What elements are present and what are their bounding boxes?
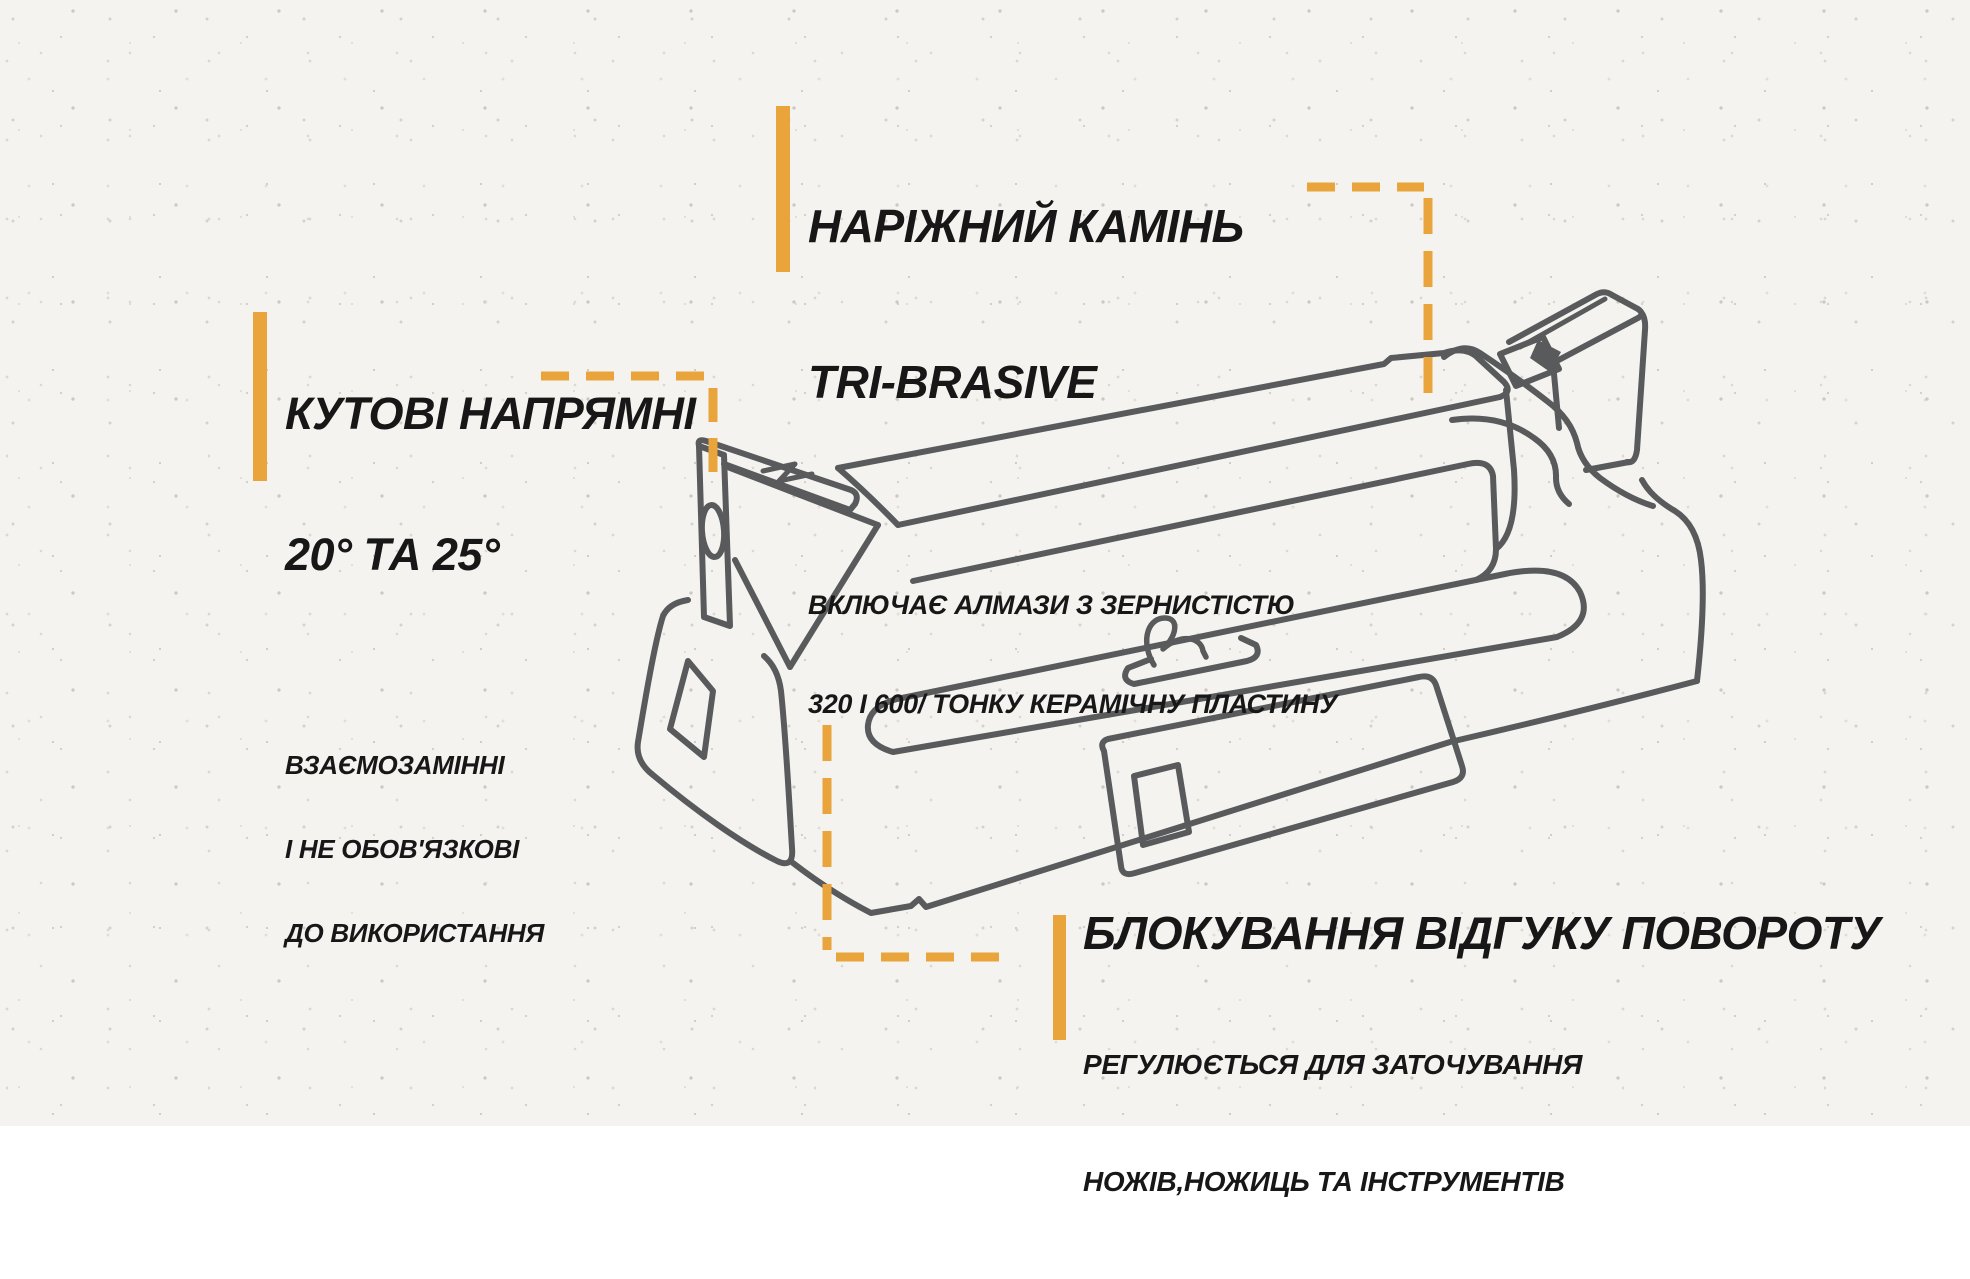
sharpener-illustration — [541, 182, 1706, 962]
clamp-arm — [1441, 345, 1656, 509]
angle-guides-desc-line2: І НЕ ОБОВ'ЯЗКОВІ — [285, 834, 519, 864]
clamp-box — [1497, 289, 1649, 473]
corner-stone-desc-line2: 320 І 600/ ТОНКУ КЕРАМІЧНУ ПЛАСТИНУ — [808, 689, 1338, 719]
rotation-lock-desc-line2: НОЖІВ,НОЖИЦЬ ТА ІНСТРУМЕНТІВ — [1083, 1166, 1565, 1197]
base-right-pod — [1639, 477, 1706, 684]
corner-stone-title-line2: TRI-BRASIVE — [808, 356, 1097, 408]
left-pod-cutout — [667, 658, 716, 760]
guide-hole — [698, 502, 728, 560]
callout-corner-stone: НАРІЖНИЙ КАМІНЬ TRI-BRASIVE ВКЛЮЧАЄ АЛМА… — [808, 96, 1338, 787]
stone-bottom-edge — [910, 459, 1499, 584]
stone-ridge — [895, 394, 1503, 528]
leader-angle-guides — [541, 371, 718, 484]
corner-stone-title-line1: НАРІЖНИЙ КАМІНЬ — [808, 200, 1244, 252]
callout-rotation-lock: БЛОКУВАННЯ ВІДГУКУ ПОВОРОТУ РЕГУЛЮЄТЬСЯ … — [1083, 907, 1881, 1279]
angle-guides-title: КУТОВІ НАПРЯМНІ 20° ТА 25° — [285, 296, 696, 672]
accent-bar-angle-guides — [253, 312, 267, 481]
corner-stone-desc: ВКЛЮЧАЄ АЛМАЗИ З ЗЕРНИСТІСТЮ 320 І 600/ … — [808, 523, 1338, 787]
corner-stone-title: НАРІЖНИЙ КАМІНЬ TRI-BRASIVE — [808, 96, 1337, 512]
infographic-page: НАРІЖНИЙ КАМІНЬ TRI-BRASIVE ВКЛЮЧАЄ АЛМА… — [0, 0, 1970, 1197]
accent-bar-rotation-lock — [1053, 915, 1066, 1040]
angle-guides-title-line2: 20° ТА 25° — [285, 529, 500, 580]
accent-bar-corner-stone — [776, 106, 790, 272]
leader-corner-stone — [1307, 182, 1433, 396]
angle-guides-desc-line3: ДО ВИКОРИСТАННЯ — [285, 918, 545, 948]
front-panel-cutout — [1131, 762, 1192, 848]
base-left-pod — [634, 597, 796, 867]
clamp-wedge — [1530, 340, 1561, 372]
angle-guides-title-line1: КУТОВІ НАПРЯМНІ — [285, 388, 696, 439]
trough-front-wall — [864, 567, 1587, 755]
rotation-lock-title: БЛОКУВАННЯ ВІДГУКУ ПОВОРОТУ — [1083, 907, 1881, 959]
stone-right-end — [1493, 387, 1518, 552]
abrasive-stone — [835, 347, 1518, 584]
callout-angle-guides: КУТОВІ НАПРЯМНІ 20° ТА 25° ВЗАЄМОЗАМІННІ… — [285, 296, 696, 1003]
rotation-lock-desc-line1: РЕГУЛЮЄТЬСЯ ДЛЯ ЗАТОЧУВАННЯ — [1083, 1049, 1583, 1080]
pivot-latch — [1122, 615, 1261, 687]
leader-rotation-lock — [822, 725, 1016, 962]
angle-guides-desc: ВЗАЄМОЗАМІННІ І НЕ ОБОВ'ЯЗКОВІ ДО ВИКОРИ… — [285, 695, 695, 1003]
angle-guides-desc-line1: ВЗАЄМОЗАМІННІ — [285, 750, 505, 780]
stone-left-end — [835, 465, 901, 528]
guide-cap — [695, 437, 860, 513]
trough-left-end — [727, 465, 881, 670]
rotation-lock-desc: РЕГУЛЮЄТЬСЯ ДЛЯ ЗАТОЧУВАННЯ НОЖІВ,НОЖИЦЬ… — [1083, 967, 1880, 1279]
left-pod-outline — [634, 597, 796, 867]
base-front-panel — [1099, 673, 1466, 878]
corner-stone-desc-line1: ВКЛЮЧАЄ АЛМАЗИ З ЗЕРНИСТІСТЮ — [808, 590, 1295, 620]
guide-cap-notch — [760, 461, 815, 484]
